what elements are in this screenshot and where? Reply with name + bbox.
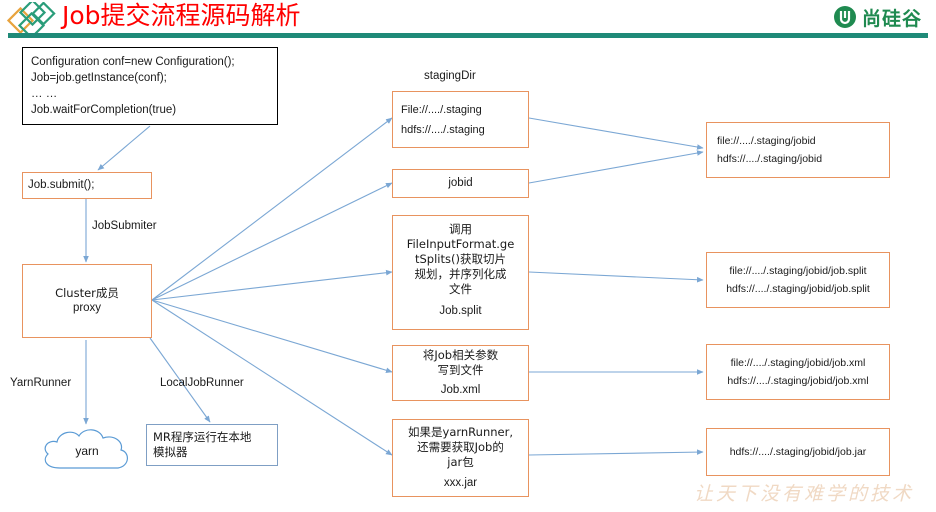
jar-desc-line: 如果是yarnRunner, [408, 425, 513, 439]
yarn-cloud: yarn [34, 422, 140, 480]
split-path-file: file://..../.staging/jobid/job.split [729, 265, 867, 277]
split-path-hdfs: hdfs://..../.staging/jobid/job.split [726, 283, 870, 295]
split-path-box: file://..../.staging/jobid/job.split hdf… [706, 252, 890, 308]
xml-desc-line: 将Job相关参数 [422, 348, 499, 362]
label-yarnrunner: YarnRunner [10, 377, 72, 389]
label-jobsubmiter: JobSubmiter [92, 220, 157, 232]
split-box: 调用 FileInputFormat.ge tSplits()获取切片 规划，并… [392, 215, 529, 330]
xml-desc-line: 写到文件 [437, 363, 484, 377]
code-line: Configuration conf=new Configuration(); [31, 56, 235, 68]
page-title: Job提交流程源码解析 [62, 1, 301, 30]
split-file-name: Job.split [439, 305, 482, 317]
jobid-path-box: file://..../.staging/jobid hdfs://..../.… [706, 122, 890, 178]
jar-file-name: xxx.jar [443, 477, 478, 489]
xml-path-file: file://..../.staging/jobid/job.xml [730, 357, 866, 369]
jar-path-hdfs: hdfs://..../.staging/jobid/job.jar [729, 446, 867, 458]
staging-path-hdfs: hdfs://..../.staging [401, 123, 485, 136]
double-diamond-icon [6, 0, 64, 40]
jar-path-box: hdfs://..../.staging/jobid/job.jar [706, 428, 890, 476]
local-box-line-1: MR程序运行在本地 [153, 430, 252, 444]
cluster-proxy-box: Cluster成员 proxy [22, 264, 152, 338]
xml-file-name: Job.xml [440, 384, 481, 396]
xml-box: 将Job相关参数 写到文件 Job.xml [392, 345, 529, 401]
xml-path-box: file://..../.staging/jobid/job.xml hdfs:… [706, 344, 890, 400]
yarn-cloud-label: yarn [75, 444, 99, 458]
job-submit-box: Job.submit(); [22, 172, 152, 199]
jobid-label: jobid [448, 177, 473, 189]
local-runner-box: MR程序运行在本地 模拟器 [146, 424, 278, 466]
split-desc-line: tSplits()获取切片 [415, 252, 506, 266]
label-localjobrunner: LocalJobRunner [160, 377, 244, 389]
code-line: Job.waitForCompletion(true) [31, 104, 177, 116]
jar-box: 如果是yarnRunner, 还需要获取Job的 jar包 xxx.jar [392, 419, 529, 497]
cluster-line-1: Cluster成员 [55, 286, 119, 300]
split-desc-line: 调用 [449, 222, 472, 236]
job-submit-label: Job.submit(); [28, 179, 95, 191]
slide-header: Job提交流程源码解析 尚硅谷 [0, 0, 936, 44]
jar-desc-line: 还需要获取Job的 [417, 440, 504, 454]
split-desc-line: 文件 [449, 282, 472, 296]
driver-code-box: Configuration conf=new Configuration(); … [22, 47, 278, 125]
code-line: … … [31, 88, 58, 100]
brand-logo: 尚硅谷 [833, 2, 922, 32]
local-box-line-2: 模拟器 [153, 445, 188, 459]
cluster-line-2: proxy [72, 302, 102, 314]
split-desc-line: FileInputFormat.ge [406, 237, 515, 251]
code-line: Job=job.getInstance(conf); [31, 72, 167, 84]
jobid-box: jobid [392, 169, 529, 198]
staging-dir-box: File://..../.staging hdfs://..../.stagin… [392, 91, 529, 148]
jobid-path-hdfs: hdfs://..../.staging/jobid [717, 153, 823, 165]
brand-name: 尚硅谷 [861, 7, 922, 30]
staging-dir-caption: stagingDir [424, 70, 476, 82]
xml-path-hdfs: hdfs://..../.staging/jobid/job.xml [727, 375, 869, 387]
jar-desc-line: jar包 [447, 455, 474, 469]
watermark-text: 让天下没有难学的技术 [693, 483, 914, 505]
staging-path-file: File://..../.staging [401, 103, 482, 116]
header-divider [8, 33, 928, 38]
jobid-path-file: file://..../.staging/jobid [717, 135, 816, 147]
split-desc-line: 规划，并序列化成 [414, 267, 507, 281]
u-circle-icon [833, 6, 856, 28]
